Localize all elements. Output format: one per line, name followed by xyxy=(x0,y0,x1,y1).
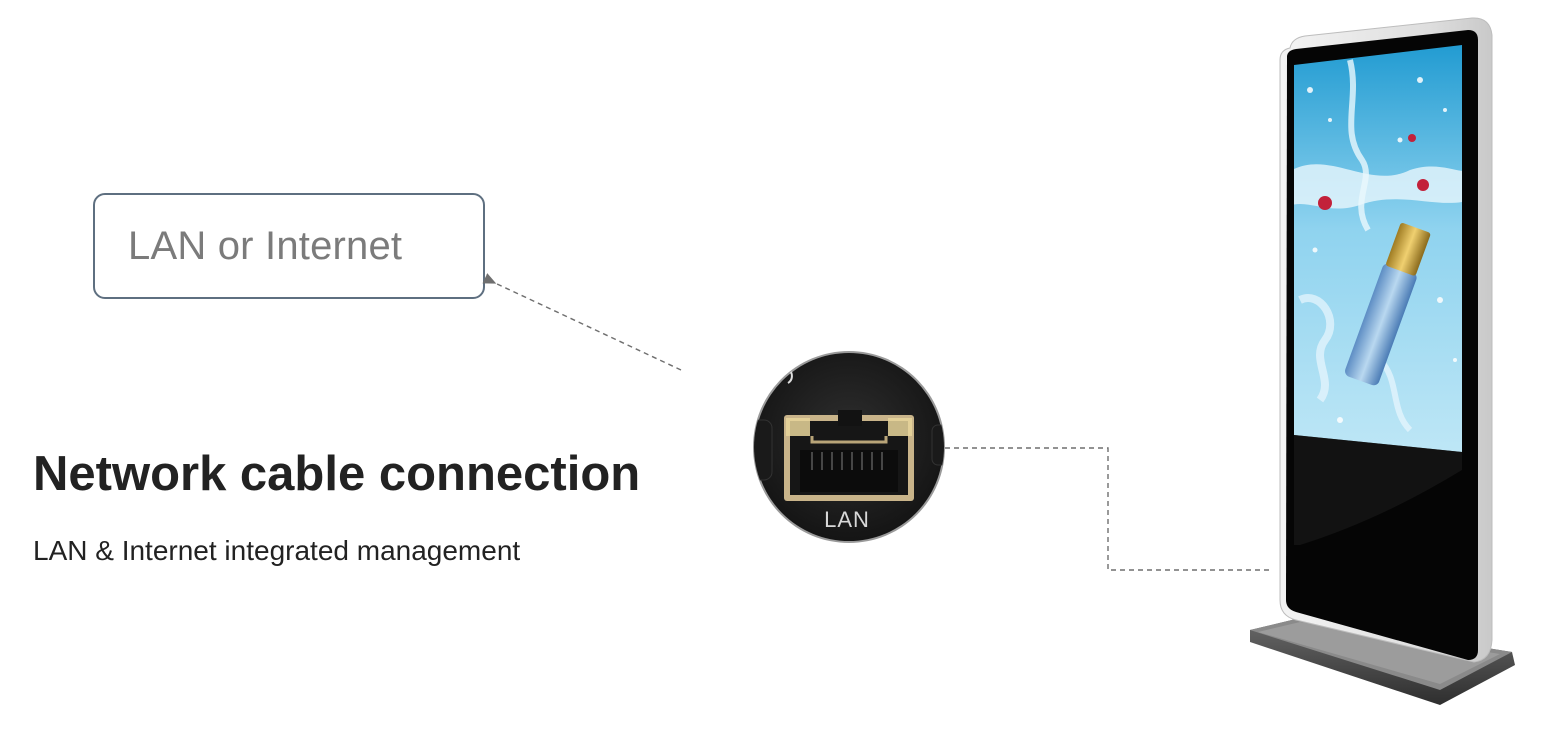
lan-or-internet-label: LAN or Internet xyxy=(128,223,403,268)
page-subtitle: LAN & Internet integrated management xyxy=(33,535,521,566)
connector-line-to-kiosk xyxy=(945,447,1272,571)
kiosk-display xyxy=(1250,17,1515,705)
kiosk-base xyxy=(1250,618,1515,705)
connector-arrow-to-lan-box xyxy=(482,273,682,371)
page-title: Network cable connection xyxy=(33,447,641,501)
lan-or-internet-box: LAN or Internet xyxy=(93,193,485,299)
lan-port-closeup: LAN xyxy=(753,351,945,543)
rj45-port-icon xyxy=(784,410,914,501)
kiosk-screen-poster xyxy=(1294,45,1462,452)
port-label: LAN xyxy=(824,507,870,532)
